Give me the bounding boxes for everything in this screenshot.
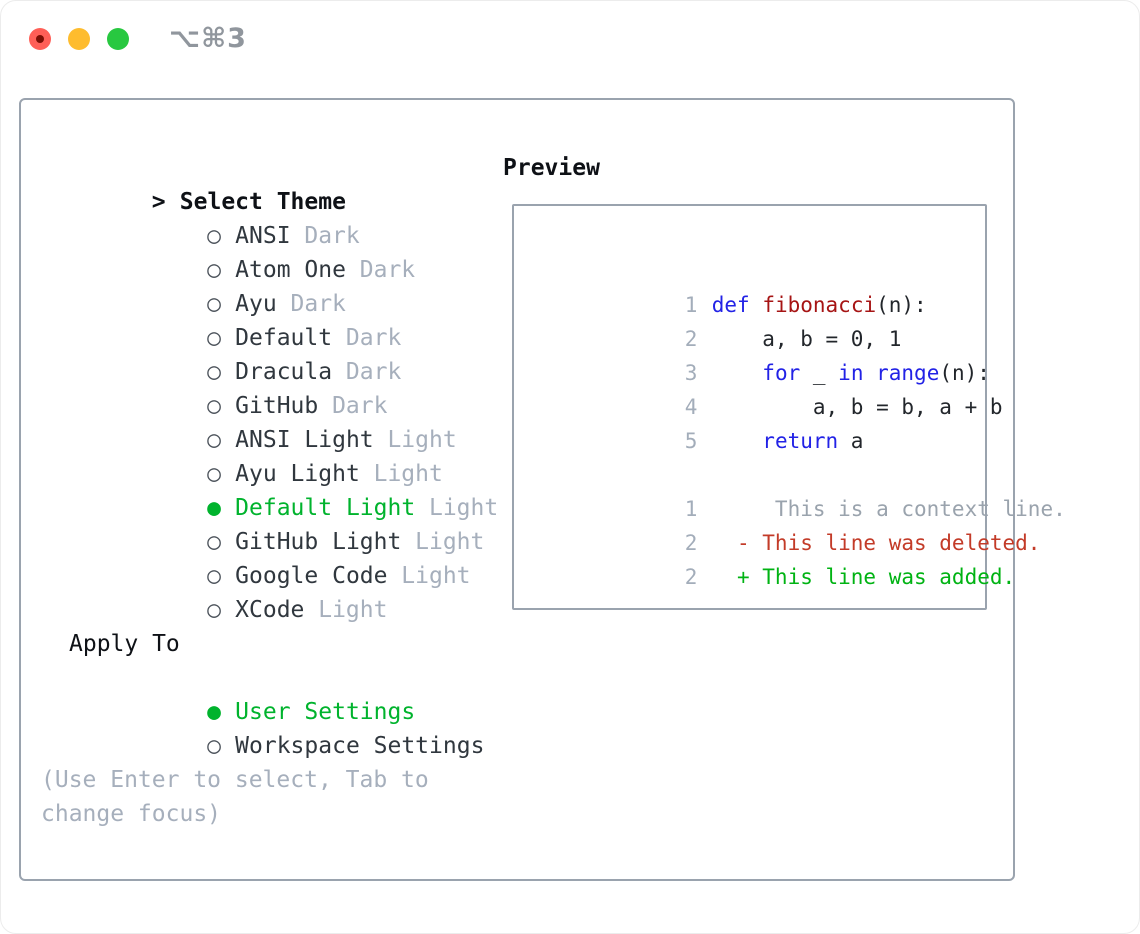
- theme-name: Ayu Light: [235, 461, 360, 487]
- code-line: 1 This is a context line.: [533, 458, 1066, 521]
- close-dot-icon: [36, 35, 44, 43]
- theme-option[interactable]: ○ Atom One Dark: [41, 219, 481, 283]
- code-preview: 1 def fibonacci(n): 2 a, b = 0, 1 3 for _…: [533, 254, 1066, 589]
- line-number: 3: [684, 361, 698, 385]
- line-number: 5: [684, 429, 698, 453]
- titlebar: ⌥⌘3: [1, 1, 1139, 71]
- radio-marker-icon: ○: [207, 291, 222, 317]
- help-text: (Use Enter to select, Tab to change focu…: [41, 767, 429, 827]
- theme-variant: Light: [318, 597, 388, 623]
- theme-variant: Dark: [290, 291, 346, 317]
- code-line: 5 return a: [533, 390, 1066, 453]
- radio-marker-icon: ○: [207, 461, 222, 487]
- close-button[interactable]: [29, 28, 51, 50]
- radio-marker-icon: ○: [207, 257, 222, 283]
- apply-to-option[interactable]: ● User Settings: [41, 661, 481, 725]
- line-number: 1: [684, 293, 698, 317]
- theme-option[interactable]: ○ ANSI Light Light: [41, 389, 481, 453]
- radio-marker-icon: ○: [207, 223, 222, 249]
- code-line: 2 a, b = 0, 1: [533, 288, 1066, 351]
- window-title: ⌥⌘3: [169, 23, 247, 54]
- theme-name: GitHub: [235, 393, 319, 419]
- theme-name: XCode: [235, 597, 305, 623]
- theme-variant: Light: [373, 461, 443, 487]
- theme-name: Default Light: [235, 495, 416, 521]
- theme-name: Default: [235, 325, 333, 351]
- code-text: for _ in range(n):: [762, 361, 990, 385]
- code-text: a, b = 0, 1: [711, 327, 902, 351]
- radio-marker-icon: ○: [207, 597, 222, 623]
- focus-caret-icon: >: [151, 189, 166, 215]
- line-number: 2: [684, 327, 698, 351]
- theme-name: Atom One: [235, 257, 346, 283]
- line-number: 1: [684, 497, 698, 521]
- theme-option[interactable]: ○ Google Code Light: [41, 525, 481, 589]
- theme-variant: Dark: [332, 393, 388, 419]
- code-line: 2 + This line was added.: [533, 526, 1066, 589]
- theme-variant: Light: [401, 563, 471, 589]
- theme-name: GitHub Light: [235, 529, 402, 555]
- apply-to-label: User Settings: [235, 699, 416, 725]
- select-theme-header: > Select Theme: [41, 151, 481, 215]
- theme-name: ANSI Light: [235, 427, 374, 453]
- radio-marker-icon: ○: [207, 359, 222, 385]
- code-text: - This line was deleted.: [711, 531, 1041, 555]
- apply-to-list: ● User Settings ○ Workspace Settings: [41, 661, 484, 759]
- apply-to-option[interactable]: ○ Workspace Settings: [41, 695, 484, 759]
- line-number: 2: [684, 565, 698, 589]
- theme-variant: Light: [428, 495, 499, 521]
- code-text: a, b = b, a + b: [711, 395, 1003, 419]
- radio-marker-icon: ○: [207, 563, 222, 589]
- code-text: + This line was added.: [711, 565, 1016, 589]
- minimize-button[interactable]: [68, 28, 90, 50]
- theme-name: ANSI: [235, 223, 291, 249]
- theme-option[interactable]: ○ GitHub Dark: [41, 355, 481, 419]
- code-line: 4 a, b = b, a + b: [533, 356, 1066, 419]
- theme-name: Ayu: [235, 291, 277, 317]
- theme-variant: Dark: [359, 257, 416, 283]
- apply-to-header: Apply To: [69, 631, 180, 657]
- theme-option[interactable]: ○ ANSI Dark: [41, 185, 481, 249]
- apply-to-label: Workspace Settings: [235, 733, 485, 759]
- radio-marker-icon: ○: [207, 427, 222, 453]
- preview-title: Preview: [503, 155, 600, 181]
- theme-name: Dracula: [235, 359, 333, 385]
- radio-marker-icon: ●: [207, 495, 222, 521]
- theme-option[interactable]: ○ Dracula Dark: [41, 321, 481, 385]
- radio-marker-icon: ●: [207, 699, 222, 725]
- preview-box: 1 def fibonacci(n): 2 a, b = 0, 1 3 for _…: [512, 204, 1066, 610]
- theme-variant: Dark: [304, 223, 360, 249]
- theme-name: Google Code: [235, 563, 388, 589]
- theme-option[interactable]: ○ XCode Light: [41, 559, 481, 623]
- theme-option[interactable]: ○ Default Dark: [41, 287, 481, 351]
- code-text: return a: [762, 429, 864, 453]
- theme-variant: Light: [387, 427, 457, 453]
- line-number: 2: [684, 531, 698, 555]
- radio-marker-icon: ○: [207, 393, 222, 419]
- radio-marker-icon: ○: [207, 529, 222, 555]
- theme-option[interactable]: ○ Ayu Light Light: [41, 423, 481, 487]
- select-theme-title: Select Theme: [179, 189, 346, 215]
- code-text: This is a context line.: [711, 497, 1066, 521]
- zoom-button[interactable]: [107, 28, 129, 50]
- radio-marker-icon: ○: [207, 325, 222, 351]
- theme-option[interactable]: ○ GitHub Light Light: [41, 491, 484, 555]
- code-text: def fibonacci(n):: [711, 293, 927, 317]
- code-line: 3 for _ in range(n):: [533, 322, 1066, 385]
- theme-variant: Dark: [345, 359, 402, 385]
- radio-marker-icon: ○: [207, 733, 222, 759]
- code-line: 1 def fibonacci(n):: [533, 254, 1066, 317]
- theme-option[interactable]: ○ Ayu Dark: [41, 253, 481, 317]
- code-line: 2 - This line was deleted.: [533, 492, 1066, 555]
- line-number: 4: [684, 395, 698, 419]
- theme-variant: Light: [415, 529, 485, 555]
- theme-option[interactable]: ● Default Light Light: [41, 457, 498, 521]
- theme-variant: Dark: [345, 325, 402, 351]
